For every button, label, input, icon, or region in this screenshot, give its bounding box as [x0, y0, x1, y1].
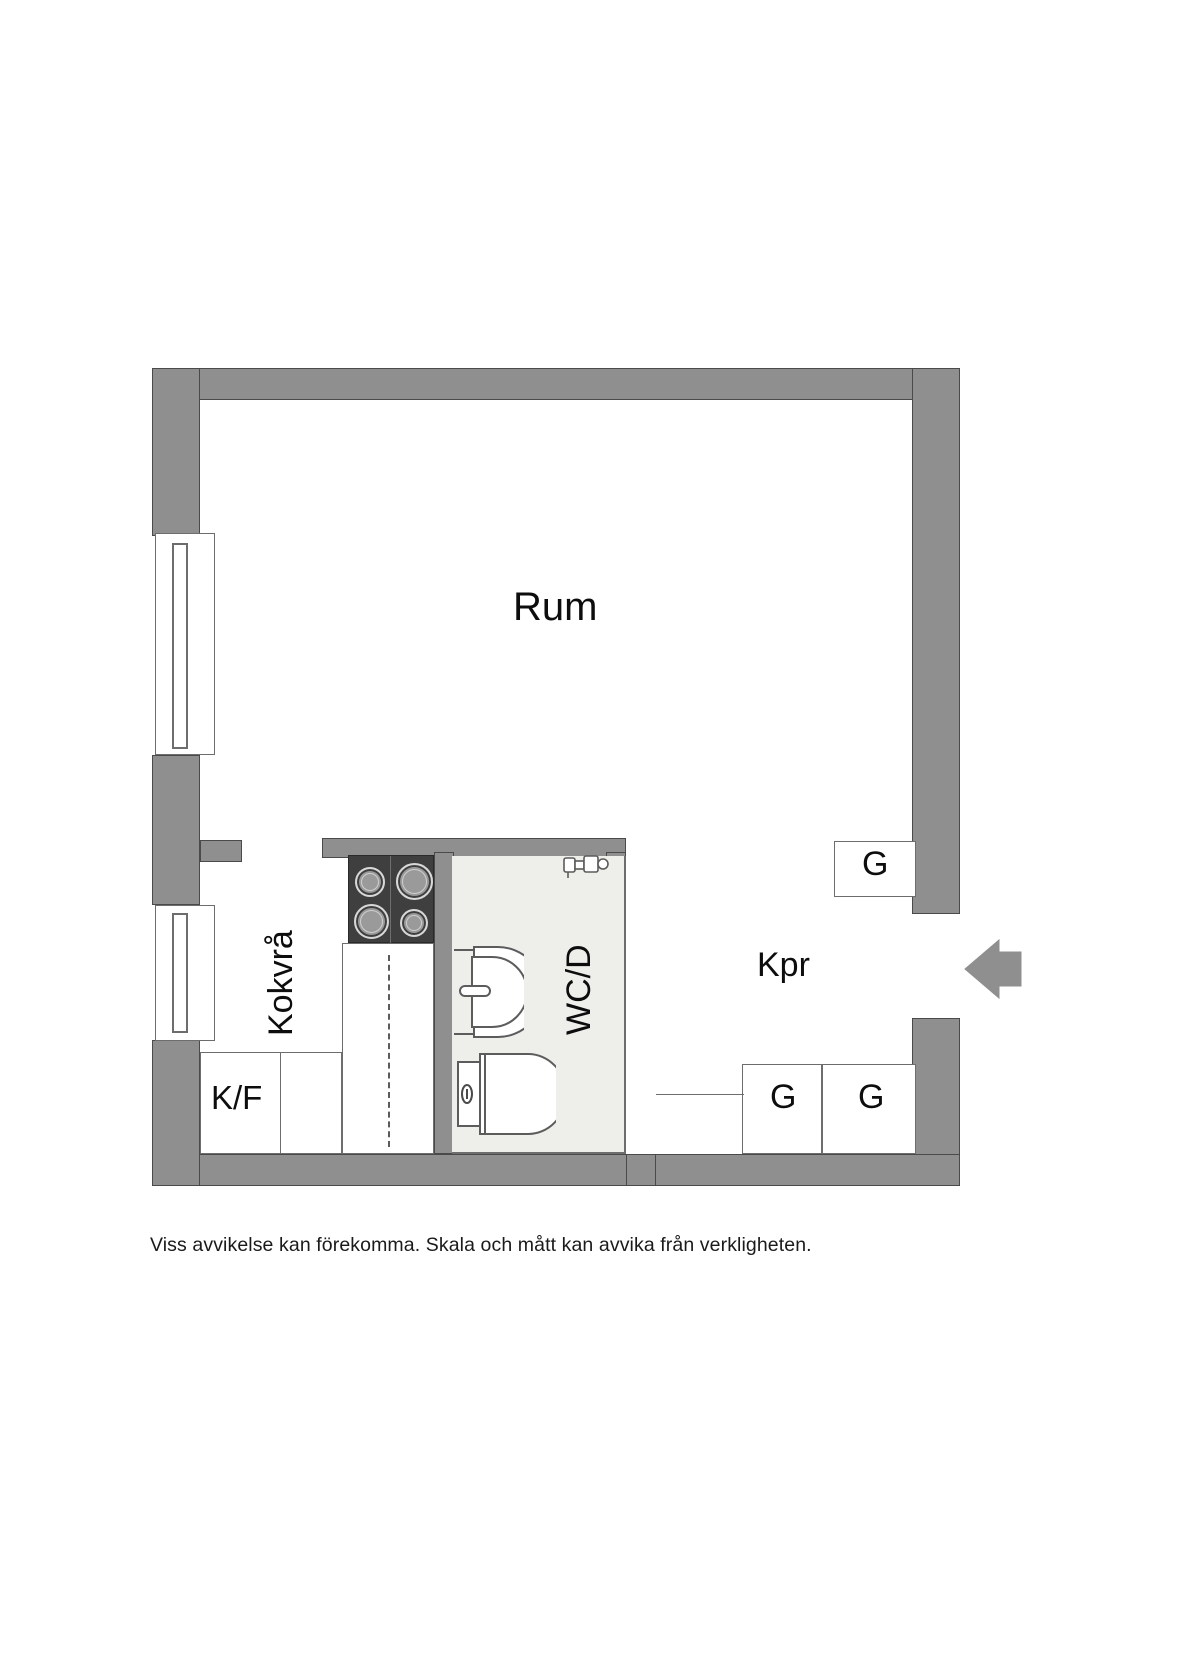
burner-top-left	[355, 867, 385, 897]
wall-right-upper	[912, 368, 960, 914]
window-lower-mullion-a	[172, 915, 174, 1033]
burner-top-right	[396, 863, 433, 900]
fridge-freezer-unit	[200, 1052, 342, 1154]
hall-baseline	[656, 1094, 744, 1095]
shower-mixer-icon	[563, 855, 609, 878]
disclaimer-text: Viss avvikelse kan förekomma. Skala och …	[150, 1234, 812, 1256]
sink-icon	[454, 946, 524, 1038]
entrance-arrow-icon	[964, 938, 1022, 1000]
window-upper-sill-top	[172, 543, 188, 545]
toilet-icon	[457, 1053, 556, 1135]
window-upper-sill-bottom	[172, 747, 188, 749]
burner-bottom-right	[400, 909, 428, 937]
fixture-label-kf: K/F	[211, 1079, 263, 1116]
window-upper-mullion-b	[186, 545, 188, 749]
window-lower	[155, 905, 215, 1041]
wardrobe-label-bottom-right: G	[858, 1078, 885, 1116]
wardrobe-bottom-right	[822, 1064, 916, 1154]
wall-bottom	[152, 1154, 960, 1186]
wall-left-top	[152, 368, 200, 536]
kitchen-counter-centerline	[388, 955, 390, 1147]
wardrobe-label-top-right: G	[862, 845, 889, 883]
wall-left-stub	[200, 840, 242, 862]
window-lower-mullion-b	[186, 915, 188, 1033]
wardrobe-top-right	[834, 841, 916, 897]
window-upper-mullion-a	[172, 545, 174, 749]
burner-bottom-left	[354, 904, 389, 939]
bathroom-outline-right	[624, 856, 626, 1154]
window-upper	[155, 533, 215, 755]
window-lower-sill-top	[172, 913, 188, 915]
room-label-kpr: Kpr	[757, 946, 810, 984]
stove	[348, 855, 434, 944]
wall-bath-bottom	[626, 1154, 656, 1186]
bathroom-outline-bottom	[452, 1152, 626, 1154]
window-lower-sill-bottom	[172, 1031, 188, 1033]
wall-top	[152, 368, 960, 400]
room-label-wcd: WC/D	[560, 944, 598, 1035]
room-label-kokvra: Kokvrå	[262, 930, 300, 1036]
wall-left-middle	[152, 755, 200, 905]
wardrobe-bottom-left	[742, 1064, 822, 1154]
wall-left-bottom	[152, 1040, 200, 1186]
wardrobe-label-bottom-left: G	[770, 1078, 797, 1116]
room-label-rum: Rum	[513, 585, 598, 629]
stove-divider	[390, 856, 391, 944]
fridge-freezer-divider	[280, 1053, 281, 1153]
